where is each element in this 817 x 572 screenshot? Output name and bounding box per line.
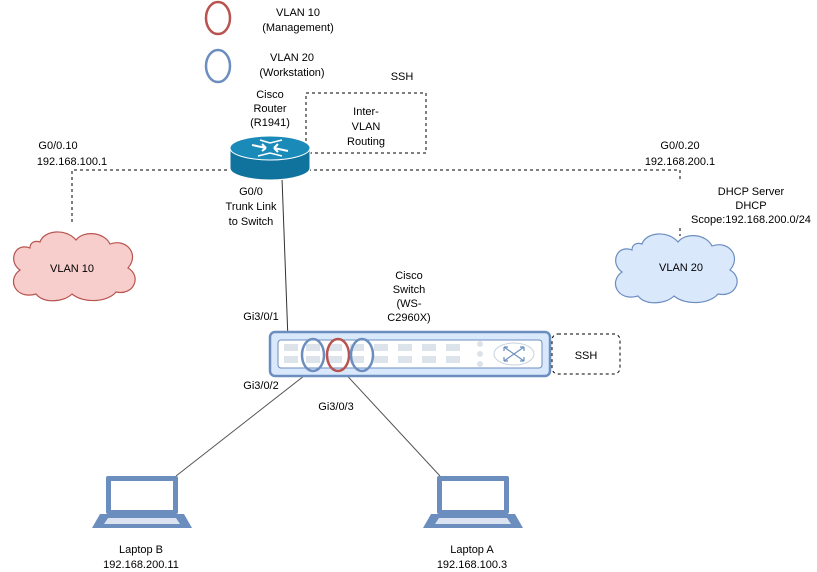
trunk-port-label: G0/0 [239, 186, 263, 198]
laptop-b-link [175, 364, 319, 477]
ssh-router-label: SSH [391, 71, 414, 83]
router-label-1: Cisco [256, 89, 284, 101]
subinterface-10-ip: 192.168.100.1 [37, 156, 107, 168]
switch-ssh-label: SSH [575, 350, 598, 362]
intervlan-line2: VLAN [352, 121, 381, 133]
port-gi3-0-2-label: Gi3/0/2 [243, 380, 278, 392]
laptop-a-icon[interactable] [423, 476, 523, 528]
subinterface-dashed-link [71, 169, 681, 222]
port-gi3-0-3-vlan20-ring [349, 337, 375, 373]
vlan20-legend-title: VLAN 20 [270, 52, 314, 64]
vlan20-legend-desc: (Workstation) [259, 67, 324, 79]
laptop-a-ip: 192.168.100.3 [437, 559, 507, 571]
laptop-a-name: Laptop A [450, 544, 494, 556]
subinterface-10-name: G0/0.10 [38, 140, 77, 152]
dhcp-title: DHCP Server [718, 186, 785, 198]
intervlan-line1: Inter- [353, 106, 379, 118]
trunk-target-label: to Switch [229, 216, 274, 228]
vlan10-legend-title: VLAN 10 [276, 7, 320, 19]
laptop-b-name: Laptop B [119, 544, 163, 556]
router-label-3: (R1941) [250, 117, 290, 129]
laptop-b-ip: 192.168.200.11 [103, 559, 179, 571]
trunk-link-label: Trunk Link [226, 201, 277, 213]
dhcp-subtitle: DHCP [735, 200, 766, 212]
trunk-link [281, 177, 289, 341]
laptop-b-icon[interactable] [92, 476, 192, 528]
switch-label-3: (WS- [396, 298, 421, 310]
router-icon[interactable] [229, 135, 311, 181]
switch-icon[interactable] [268, 330, 552, 378]
switch-label-1: Cisco [395, 270, 423, 282]
port-gi3-0-2-vlan10-ring [325, 337, 351, 373]
router-label-2: Router [253, 103, 286, 115]
vlan20-cloud[interactable] [615, 233, 738, 304]
switch-ssh-box [551, 333, 621, 375]
vlan10-cloud-label: VLAN 10 [50, 263, 94, 275]
subinterface-20-name: G0/0.20 [660, 140, 699, 152]
switch-label-4: C2960X) [387, 312, 430, 324]
vlan10-legend-desc: (Management) [262, 22, 334, 34]
vlan20-legend-ring [204, 48, 232, 84]
subinterface-20-ip: 192.168.200.1 [645, 156, 715, 168]
intervlan-line3: Routing [347, 136, 385, 148]
switch-label-2: Switch [393, 284, 425, 296]
vlan10-legend-ring [204, 0, 232, 36]
vlan10-cloud[interactable] [13, 231, 136, 302]
port-gi3-0-1-vlan20-ring [300, 337, 326, 373]
port-gi3-0-3-label: Gi3/0/3 [318, 401, 353, 413]
laptop-a-link [339, 367, 441, 477]
intervlan-box [305, 92, 427, 154]
dhcp-scope: Scope:192.168.200.0/24 [691, 214, 811, 226]
port-gi3-0-1-label: Gi3/0/1 [243, 311, 278, 323]
vlan20-cloud-label: VLAN 20 [659, 262, 703, 274]
